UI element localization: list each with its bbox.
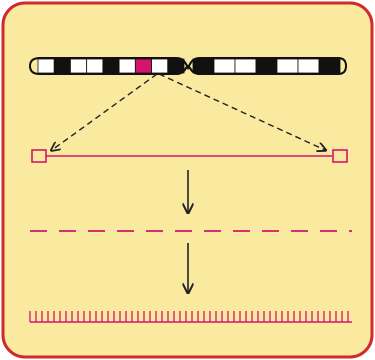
fragment-right-end — [332, 149, 348, 163]
fragment-line — [31, 149, 348, 163]
dashed-arrow-right-icon — [158, 73, 325, 150]
chromosome-band — [86, 58, 104, 74]
chromosome-outline — [28, 57, 348, 75]
chromosome-band — [255, 58, 278, 74]
fragment-left-end — [31, 149, 47, 163]
chromosome-band — [53, 58, 71, 74]
chromosome-band — [297, 58, 320, 74]
chromosome-band — [213, 58, 236, 74]
chromosome-band — [167, 58, 185, 74]
chromosome-band — [102, 58, 120, 74]
chromosome-band-marked — [134, 58, 152, 74]
chromosome-band — [151, 58, 169, 74]
chromosome-band — [276, 58, 299, 74]
chromosome-band — [192, 58, 215, 74]
chromosome-band — [70, 58, 88, 74]
chromosome — [28, 57, 348, 75]
chromosome-band — [37, 58, 55, 74]
chromosome-band — [318, 58, 341, 74]
dashed-arrow-left-icon — [52, 73, 158, 150]
comb-line — [29, 311, 352, 323]
chromosome-band — [118, 58, 136, 74]
chromosome-band — [234, 58, 257, 74]
